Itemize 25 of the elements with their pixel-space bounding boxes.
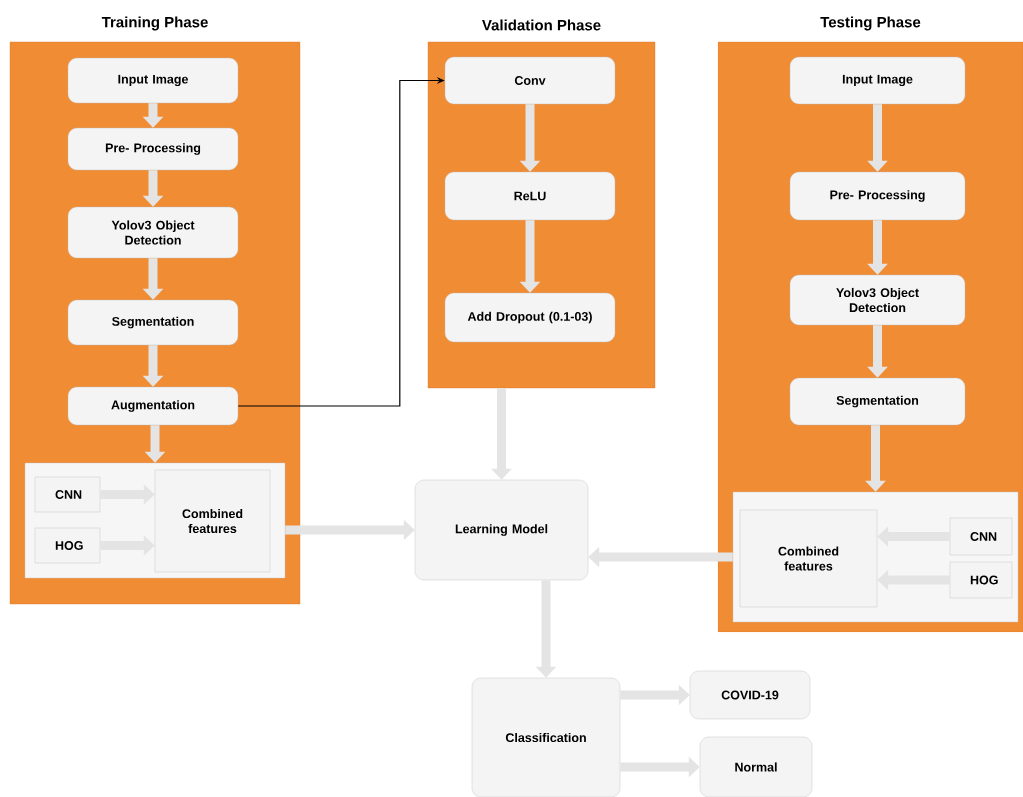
- process-box: Classification: [471, 677, 621, 797]
- process-box: Normal: [699, 736, 813, 797]
- process-box: Combined features: [154, 469, 271, 573]
- process-box: Segmentation: [789, 377, 966, 426]
- process-box: Add Dropout (0.1-03): [444, 292, 616, 343]
- process-box: Input Image: [67, 57, 239, 104]
- panel-heading: Testing Phase: [820, 16, 921, 31]
- process-box: HOG: [34, 527, 101, 564]
- process-box: Pre- Processing: [789, 171, 966, 221]
- process-box: Conv: [444, 56, 616, 105]
- process-box: Input Image: [789, 56, 966, 105]
- process-box: Learning Model: [414, 479, 589, 581]
- process-box: HOG: [949, 561, 1013, 599]
- process-box: CNN: [34, 476, 101, 513]
- process-box: ReLU: [444, 171, 616, 221]
- process-box: Yolov3 Object Detection: [67, 206, 239, 259]
- panel-heading: Validation Phase: [482, 19, 601, 31]
- process-box: Segmentation: [67, 299, 239, 346]
- process-box: CNN: [949, 517, 1013, 556]
- process-box: Pre- Processing: [67, 127, 239, 171]
- process-box: Combined features: [739, 509, 878, 608]
- panel-heading: Training Phase: [101, 16, 208, 31]
- process-box: Augmentation: [67, 386, 239, 426]
- process-box: Yolov3 Object Detection: [789, 274, 966, 326]
- process-box: COVID-19: [689, 670, 811, 720]
